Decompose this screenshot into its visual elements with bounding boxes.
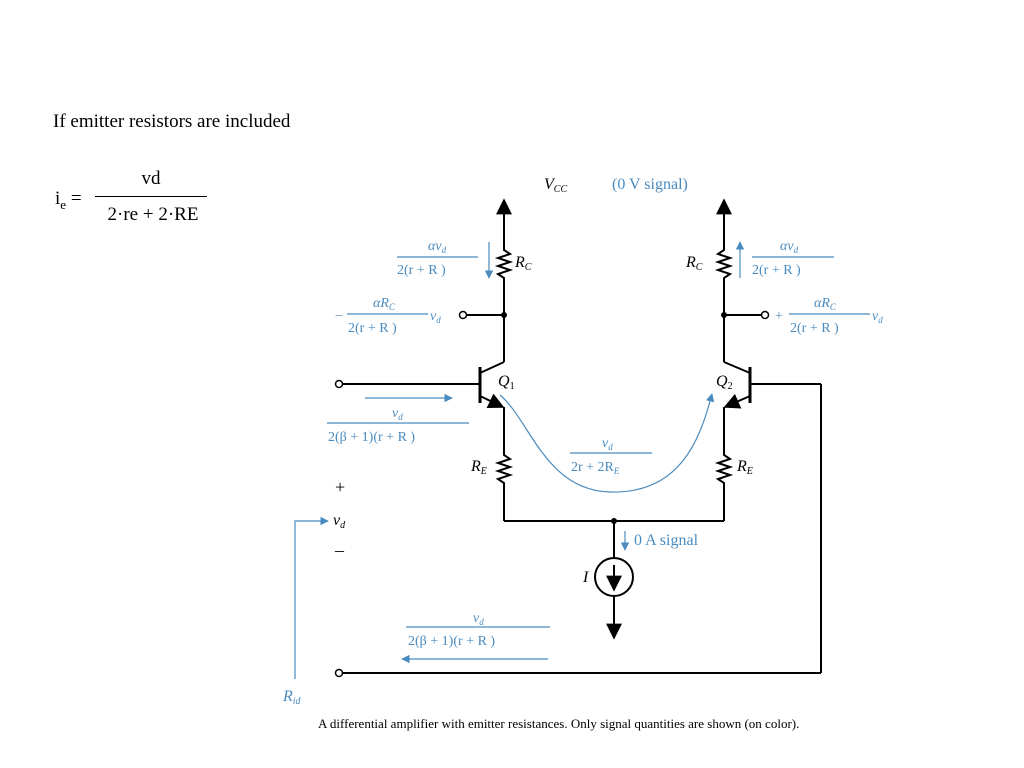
ie-numerator: vd <box>602 436 613 452</box>
q2-collector <box>723 361 751 374</box>
out2-vd: vd <box>872 309 883 325</box>
q1-emitter <box>479 393 505 409</box>
q2-emitter <box>723 393 751 409</box>
emitter-current-arrow <box>499 393 715 493</box>
re-left-resistor <box>494 450 514 488</box>
ic-left-denominator: 2(r + R ) <box>397 263 446 278</box>
input-terminal-bottom <box>334 668 344 678</box>
ic-right-denominator: 2(r + R ) <box>752 263 801 278</box>
out1-vd: vd <box>430 309 441 325</box>
rc-left-label: RC <box>514 254 532 273</box>
re-left-label: RE <box>470 458 487 477</box>
formula-lhs-sub: e <box>60 196 67 212</box>
ic-left-numerator: αvd <box>428 239 447 255</box>
out1-sign: − <box>335 309 343 324</box>
input-vd-label: vd <box>333 512 346 531</box>
iin-denominator: 2(β + 1)(r + R ) <box>408 634 495 649</box>
formula-numerator: vd <box>141 168 161 189</box>
rc-right-label: RC <box>685 254 703 273</box>
formula-lhs: ie = <box>55 188 82 213</box>
q2-label: Q2 <box>716 373 733 392</box>
formula-lhs-var: i <box>55 188 61 209</box>
input-terminal-top <box>334 379 344 389</box>
ib-denominator: 2(β + 1)(r + R ) <box>328 430 415 445</box>
input-minus-sign: – <box>334 540 345 560</box>
input-plus-sign: + <box>335 477 345 497</box>
re-right-label: RE <box>736 458 753 477</box>
out1-terminal <box>458 310 468 320</box>
q1-collector <box>479 361 505 374</box>
page-heading: If emitter resistors are included <box>53 111 291 132</box>
re-right-resistor <box>714 450 734 488</box>
out2-denominator: 2(r + R ) <box>790 321 839 336</box>
formula-denominator: 2·re + 2·RE <box>107 204 199 225</box>
vcc-label: VCC <box>544 176 567 195</box>
zero-signal-label: 0 A signal <box>634 532 699 549</box>
ie-denominator: 2r + 2RE <box>571 460 620 476</box>
out1-numerator: αRC <box>373 296 396 312</box>
formula-fraction-bar <box>95 196 207 197</box>
out1-denominator: 2(r + R ) <box>348 321 397 336</box>
rc-left-resistor <box>494 245 514 283</box>
current-source-label: I <box>582 569 589 586</box>
out2-terminal <box>760 310 770 320</box>
circuit-nodes <box>334 310 770 678</box>
rid-arrow <box>294 516 329 679</box>
out2-sign: + <box>775 309 783 324</box>
rid-label: Rid <box>282 688 302 707</box>
ib-numerator: vd <box>392 406 403 422</box>
vcc-signal-label: (0 V signal) <box>612 176 688 193</box>
rc-right-resistor <box>714 245 734 283</box>
ic-right-numerator: αvd <box>780 239 799 255</box>
figure-caption: A differential amplifier with emitter re… <box>318 716 800 731</box>
formula-equals: = <box>70 188 82 209</box>
q1-label: Q1 <box>498 373 515 392</box>
iin-numerator: vd <box>473 611 484 627</box>
out2-numerator: αRC <box>814 296 837 312</box>
